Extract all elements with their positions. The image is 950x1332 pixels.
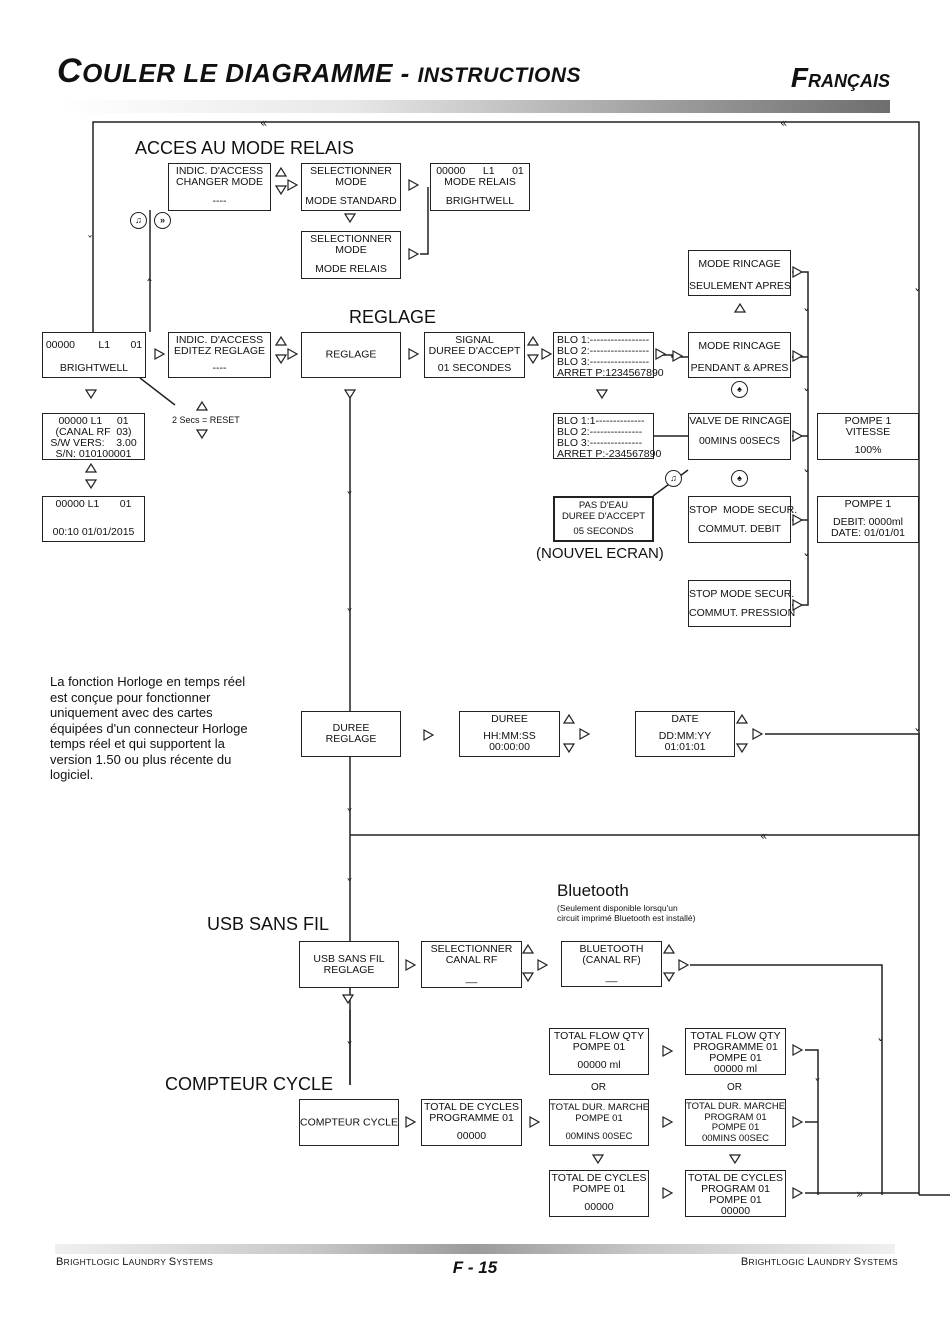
box-stop-pression: STOP MODE SECUR.COMMUT. PRESSION (688, 580, 795, 627)
page-title: COULER LE DIAGRAMME - INSTRUCTIONS (57, 52, 581, 91)
bell-button-icon[interactable]: ♫ (130, 212, 147, 229)
svg-text:«: « (780, 116, 787, 130)
section-bluetooth: Bluetooth (557, 881, 629, 900)
svg-text:ˇ: ˇ (803, 469, 810, 485)
box-mode-rincage-2: MODE RINCAGE PENDANT & APRES (688, 332, 791, 378)
svg-text:ˇ: ˇ (877, 1038, 884, 1054)
box-usb-reglage: USB SANS FIL REGLAGE (299, 941, 399, 988)
section-compteur: COMPTEUR CYCLE (165, 1074, 334, 1094)
bell-button-icon[interactable]: ♠ (731, 470, 748, 487)
bluetooth-note: (Seulement disponible lorsqu'un circuit … (557, 903, 696, 923)
title-sub: INSTRUCTIONS (417, 64, 582, 87)
reset-label: 2 Secs = RESET (172, 415, 240, 425)
section-reglage: REGLAGE (349, 307, 437, 327)
svg-text:ˆ: ˆ (146, 278, 153, 294)
bell-button-icon[interactable]: ♠ (731, 381, 748, 398)
box-mode-rincage-1: MODE RINCAGE SEULEMENT APRES (688, 250, 791, 296)
svg-text:ˇ: ˇ (803, 308, 810, 324)
box-stop-debit: STOP MODE SECUR.COMMUT. DEBIT (688, 496, 797, 543)
box-indic-mode: INDIC. D'ACCESS CHANGER MODE---- (168, 163, 271, 211)
lang-rest: RANÇAIS (807, 71, 890, 91)
footer-left: BRIGHTLOGIC LAUNDRY SYSTEMS (56, 1256, 214, 1268)
lang-cap: F (790, 62, 808, 93)
bell-button-icon[interactable]: ♫ (665, 470, 682, 487)
box-bt-canal: BLUETOOTH (CANAL RF)__ (561, 941, 662, 987)
svg-text:«: « (260, 116, 267, 130)
box-tf-prog: TOTAL FLOW QTY PROGRAMME 01 POMPE 01 000… (685, 1028, 786, 1075)
svg-text:ˇ: ˇ (346, 608, 353, 624)
box-indic-reglage: INDIC. D'ACCESS EDITEZ REGLAGE---- (168, 332, 271, 378)
svg-text:ˇ: ˇ (346, 878, 353, 894)
svg-text:ˇ: ˇ (803, 388, 810, 404)
section-usb: USB SANS FIL (207, 914, 330, 934)
language-title: FRANÇAIS (791, 62, 890, 94)
or-label-2: OR (727, 1082, 742, 1093)
footer-right: BRIGHTLOGIC LAUNDRY SYSTEMS (740, 1256, 898, 1268)
page-number: F - 15 (452, 1258, 498, 1277)
svg-text:ˇ: ˇ (814, 1078, 821, 1094)
fast-forward-button-icon[interactable]: » (154, 212, 171, 229)
clock-note: La fonction Horloge en temps réel est co… (50, 674, 248, 782)
svg-text:ˇ: ˇ (346, 808, 353, 824)
box-td-prog: TOTAL DUR. MARCHE PROGRAM 01 POMPE 01 00… (685, 1099, 786, 1146)
svg-text:«: « (760, 829, 767, 843)
svg-text:ˇ: ˇ (914, 288, 921, 304)
box-reglage: REGLAGE (301, 332, 401, 378)
box-sel-canal: SELECTIONNER CANAL RF__ (421, 941, 522, 988)
svg-text:ˇ: ˇ (803, 553, 810, 569)
section-acces: ACCES AU MODE RELAIS (135, 138, 355, 158)
title-cap: C (57, 52, 83, 90)
header-bar (58, 100, 890, 113)
box-canal-info: 00000 L1 01 (CANAL RF 03) S/W VERS: 3.00… (42, 413, 145, 460)
footer-bar (55, 1244, 895, 1254)
svg-text:»: » (856, 1187, 863, 1201)
box-compteur: COMPTEUR CYCLE (299, 1099, 399, 1146)
svg-text:ˇ: ˇ (346, 1041, 353, 1057)
svg-text:ˇ: ˇ (87, 234, 93, 248)
box-duree-reglage: DUREE REGLAGE (301, 711, 401, 757)
svg-text:ˇ: ˇ (346, 491, 353, 507)
or-label-1: OR (591, 1082, 606, 1093)
svg-text:ˇ: ˇ (914, 728, 921, 744)
box-blo-1: BLO 1:----------------- BLO 2:----------… (553, 332, 664, 379)
box-blo-2: BLO 1:1-------------- BLO 2:------------… (553, 413, 661, 460)
box-tc-prog2: TOTAL DE CYCLES PROGRAM 01 POMPE 01 0000… (685, 1170, 786, 1217)
title-main: OULER LE DIAGRAMME - (82, 58, 418, 88)
nouvel-ecran-label: (NOUVEL ECRAN) (536, 545, 664, 562)
